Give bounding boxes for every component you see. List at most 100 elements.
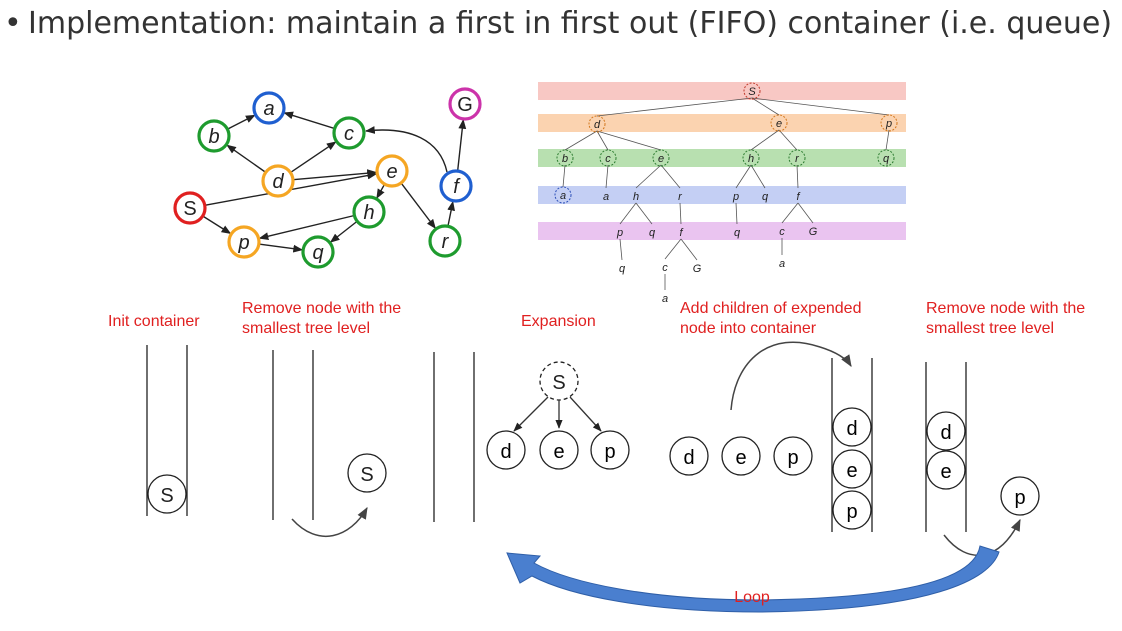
tree-edge — [751, 97, 890, 116]
graph-edge — [447, 200, 455, 227]
expanded-node: S — [539, 361, 579, 401]
graph-edge — [456, 118, 467, 172]
child-arrow — [569, 396, 602, 432]
graph-node-h: h — [352, 195, 386, 229]
tree-edge — [562, 164, 566, 188]
svg-text:S: S — [160, 485, 173, 507]
svg-text:r: r — [795, 153, 800, 165]
graph-edge — [376, 183, 386, 199]
tree-level-band — [538, 149, 906, 167]
svg-text:e: e — [658, 153, 664, 165]
tree-node: d — [588, 115, 606, 133]
svg-text:p: p — [604, 441, 615, 463]
tree-edge — [635, 164, 662, 189]
graph-node-f: f — [439, 169, 473, 203]
svg-text:p: p — [787, 447, 798, 469]
svg-text:q: q — [762, 191, 769, 203]
tree-node: G — [693, 263, 702, 275]
tree-node: p — [616, 227, 623, 239]
svg-text:q: q — [312, 242, 323, 264]
graph-edge — [365, 126, 448, 173]
pending-node: p — [773, 436, 813, 476]
queue-item: e — [832, 449, 872, 489]
graph-node-c: c — [332, 116, 366, 150]
svg-text:a: a — [603, 191, 609, 203]
graph-node-q: q — [301, 235, 335, 269]
svg-text:G: G — [457, 94, 473, 116]
tree-edge — [564, 130, 598, 151]
tree-node: p — [880, 114, 898, 132]
tree-node: p — [732, 191, 739, 203]
tree-node: a — [779, 258, 785, 270]
child-arrow — [513, 396, 549, 432]
svg-text:d: d — [846, 418, 857, 440]
svg-text:G: G — [693, 263, 702, 275]
tree-node: q — [619, 263, 626, 275]
queue-item: d — [926, 411, 966, 451]
graph-node-b: b — [197, 119, 231, 153]
svg-text:p: p — [846, 501, 857, 523]
caption-add: Add children of expended node into conta… — [680, 300, 862, 337]
svg-text:d: d — [940, 422, 951, 444]
svg-text:p: p — [616, 227, 623, 239]
removed-node: p — [1000, 476, 1040, 516]
tree-node: q — [649, 227, 656, 239]
svg-text:S: S — [748, 86, 756, 98]
child-node: e — [539, 430, 579, 470]
graph-edge — [258, 214, 355, 241]
queue-item: S — [147, 474, 187, 514]
queue-item: d — [832, 407, 872, 447]
svg-text:q: q — [619, 263, 626, 275]
child-node: d — [486, 430, 526, 470]
svg-text:c: c — [779, 226, 785, 238]
graph-node-d: d — [261, 164, 295, 198]
svg-text:a: a — [263, 98, 274, 120]
graph-edge — [202, 215, 232, 235]
tree-edge — [680, 238, 698, 261]
tree-node: S — [743, 82, 761, 100]
tree-edge — [635, 202, 653, 225]
svg-text:d: d — [500, 441, 511, 463]
svg-text:e: e — [776, 118, 782, 130]
svg-text:G: G — [809, 226, 818, 238]
remove-arrow — [291, 506, 368, 537]
tree-node: a — [603, 191, 609, 203]
tree-edge — [796, 164, 799, 189]
tree-edge — [596, 130, 662, 151]
graph-node-a: a — [252, 91, 286, 125]
tree-edge — [619, 238, 623, 261]
tree-edge — [735, 202, 738, 225]
graph-node-G: G — [448, 87, 482, 121]
svg-text:S: S — [183, 198, 196, 220]
tree-node: q — [877, 149, 895, 167]
state-space-graph: Sa b c d e f Gh p q r — [173, 87, 482, 269]
tree-node: e — [652, 149, 670, 167]
tree-edge — [885, 129, 890, 151]
svg-text:f: f — [679, 227, 683, 239]
tree-node: q — [734, 227, 741, 239]
svg-text:e: e — [386, 161, 397, 183]
svg-text:f: f — [796, 191, 800, 203]
svg-text:h: h — [633, 191, 639, 203]
svg-text:q: q — [734, 227, 741, 239]
queue-steps: S S S d e p d e p d e p — [146, 341, 1040, 613]
svg-text:e: e — [940, 461, 951, 483]
svg-text:p: p — [237, 232, 249, 254]
tree-edge — [596, 130, 609, 151]
graph-node-r: r — [428, 224, 462, 258]
caption-remove-2: Remove node with the smallest tree level — [926, 300, 1086, 337]
tree-level-band — [538, 222, 906, 240]
tree-edge — [797, 202, 814, 224]
svg-text:f: f — [453, 176, 461, 198]
svg-text:q: q — [649, 227, 656, 239]
tree-edge — [679, 202, 682, 225]
tree-edge — [619, 202, 637, 225]
svg-text:r: r — [678, 191, 683, 203]
tree-node: r — [788, 149, 806, 167]
pending-node: e — [721, 436, 761, 476]
svg-text:d: d — [683, 447, 694, 469]
tree-node: G — [809, 226, 818, 238]
svg-text:c: c — [662, 262, 668, 274]
svg-text:c: c — [605, 153, 611, 165]
